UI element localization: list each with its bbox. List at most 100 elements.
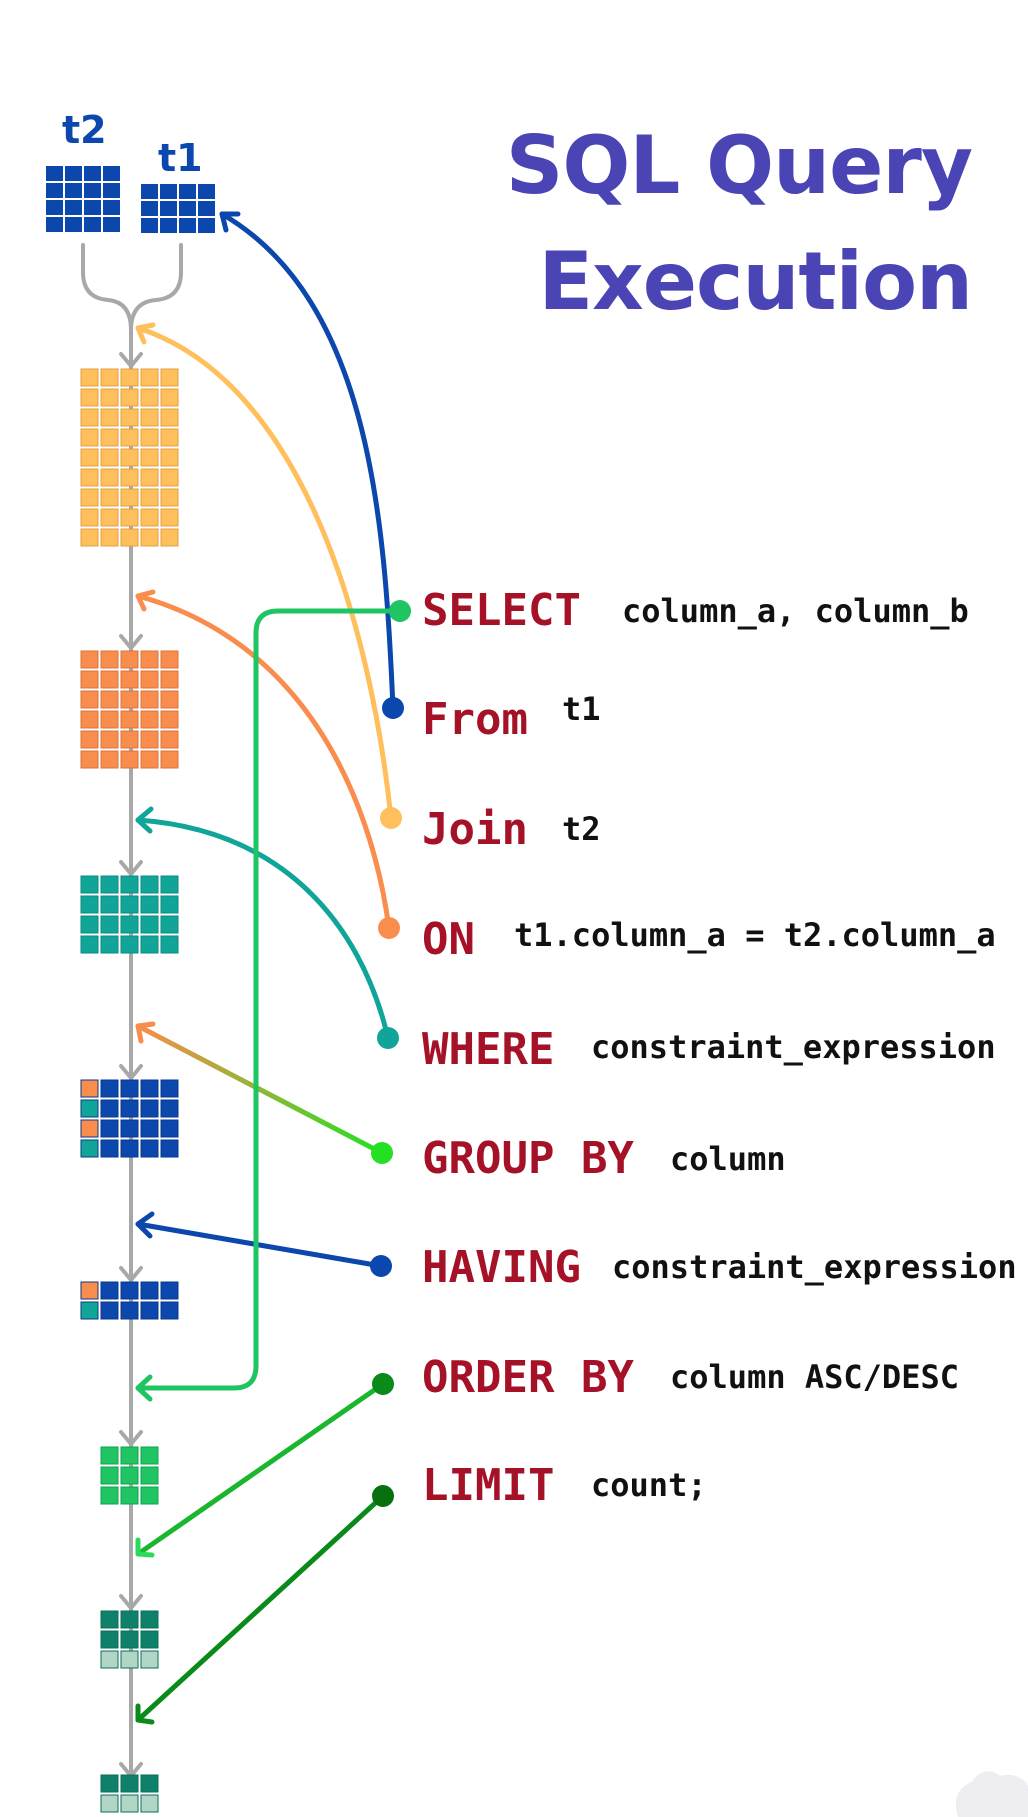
table-t1-grid-cell (179, 201, 196, 216)
table-t1-grid-cell (160, 201, 177, 216)
groupby-result-grid-cell (160, 1079, 179, 1098)
table-t1-grid-cell (141, 201, 158, 216)
groupby-result-grid-cell (100, 1079, 119, 1098)
table-t1-grid-cell (160, 184, 177, 199)
having-result-grid-cell (80, 1301, 99, 1320)
join-result-grid-cell (100, 448, 119, 467)
page-title: SQL Query Execution (505, 108, 973, 340)
select-result-grid-cell (100, 1466, 119, 1485)
groupby-result-grid (80, 1079, 179, 1158)
orderby-result-grid-cell (100, 1610, 119, 1629)
table-t1-grid-cell (198, 218, 215, 233)
groupby-result-grid-cell (80, 1139, 99, 1158)
table-t1-grid-cell (141, 184, 158, 199)
join-result-grid-cell (140, 508, 159, 527)
where-argument: constraint_expression (591, 1028, 996, 1066)
table-t1-grid-cell (141, 218, 158, 233)
limit-arrowhead (135, 1703, 155, 1725)
table-t1-grid-cell (179, 218, 196, 233)
orderby-arrow (135, 1381, 386, 1557)
orderby-argument: column ASC/DESC (670, 1358, 959, 1396)
on-result-grid-cell (140, 650, 159, 669)
having-result-grid-cell (160, 1281, 179, 1300)
groupby-result-grid-cell (80, 1099, 99, 1118)
groupby-result-grid-cell (140, 1119, 159, 1138)
having-result-grid-cell (100, 1281, 119, 1300)
select-arrow (135, 608, 403, 1391)
having-result-grid-cell (160, 1301, 179, 1320)
limit-argument: count; (591, 1466, 707, 1504)
on-result-grid-cell (100, 750, 119, 769)
on-result-grid-cell (100, 690, 119, 709)
on-result-grid-cell (100, 710, 119, 729)
limit-result-grid-cell (140, 1774, 159, 1793)
on-result-grid-cell (120, 690, 139, 709)
join-result-grid-cell (120, 408, 139, 427)
title-line-1: SQL Query (505, 119, 973, 212)
join-result-grid-cell (140, 488, 159, 507)
orderby-result-grid-cell (100, 1630, 119, 1649)
table-t2-grid-cell (84, 200, 101, 215)
join-result-grid-cell (160, 408, 179, 427)
select-result-grid-cell (120, 1446, 139, 1465)
orderby-result-grid-cell (140, 1650, 159, 1669)
select-result-grid-cell (140, 1486, 159, 1505)
on-result-grid-cell (120, 710, 139, 729)
on-result-grid-cell (140, 690, 159, 709)
groupby-arrowhead (135, 1021, 156, 1044)
table-t2-grid-cell (65, 166, 82, 181)
select-result-grid-cell (140, 1446, 159, 1465)
join-result-grid-cell (160, 428, 179, 447)
on-result-grid-cell (100, 730, 119, 749)
groupby-keyword: GROUP BY (422, 1133, 634, 1184)
where-arrow (135, 817, 391, 1041)
join-result-grid-cell (140, 368, 159, 387)
table-t2-grid-cell (103, 217, 120, 232)
groupby-result-grid-cell (140, 1139, 159, 1158)
where-result-grid (80, 875, 179, 954)
join-result-grid-cell (100, 468, 119, 487)
groupby-result-grid-cell (120, 1119, 139, 1138)
from-argument: t1 (562, 690, 601, 728)
on-result-grid-cell (120, 670, 139, 689)
where-result-grid-cell (120, 935, 139, 954)
having-result-grid-cell (80, 1281, 99, 1300)
on-result-grid-cell (140, 710, 159, 729)
join-argument: t2 (562, 810, 601, 848)
join-result-grid-cell (120, 448, 139, 467)
limit-arrow (135, 1493, 386, 1723)
join-result-grid-cell (160, 528, 179, 547)
where-result-grid-cell (100, 875, 119, 894)
on-result-grid-cell (100, 650, 119, 669)
on-dot (378, 917, 400, 939)
join-result-grid-cell (120, 488, 139, 507)
join-result-grid-cell (160, 468, 179, 487)
table-t2-grid-cell (46, 166, 63, 181)
groupby-result-grid-cell (100, 1139, 119, 1158)
on-result-grid-cell (160, 730, 179, 749)
where-result-grid-cell (100, 895, 119, 914)
title-line-2: Execution (538, 235, 973, 328)
having-keyword: HAVING (422, 1242, 581, 1293)
join-result-grid-cell (80, 368, 99, 387)
join-result-grid-cell (140, 408, 159, 427)
on-result-grid-cell (120, 750, 139, 769)
join-result-grid-cell (80, 528, 99, 547)
join-result-grid-cell (80, 428, 99, 447)
having-result-grid-cell (140, 1281, 159, 1300)
on-result-grid-cell (120, 730, 139, 749)
groupby-result-grid-cell (80, 1079, 99, 1098)
having-result-grid-cell (120, 1281, 139, 1300)
table-t2-grid-cell (65, 200, 82, 215)
from-arrow (219, 211, 396, 711)
join-result-grid-cell (160, 388, 179, 407)
from-arrowhead (219, 211, 241, 233)
join-result-grid-cell (120, 428, 139, 447)
from-dot (382, 697, 404, 719)
select-result-grid-cell (120, 1466, 139, 1485)
on-result-grid-cell (160, 650, 179, 669)
orderby-result-grid-cell (120, 1610, 139, 1629)
intermediate-result-grids (46, 166, 215, 1813)
where-result-grid-cell (160, 875, 179, 894)
